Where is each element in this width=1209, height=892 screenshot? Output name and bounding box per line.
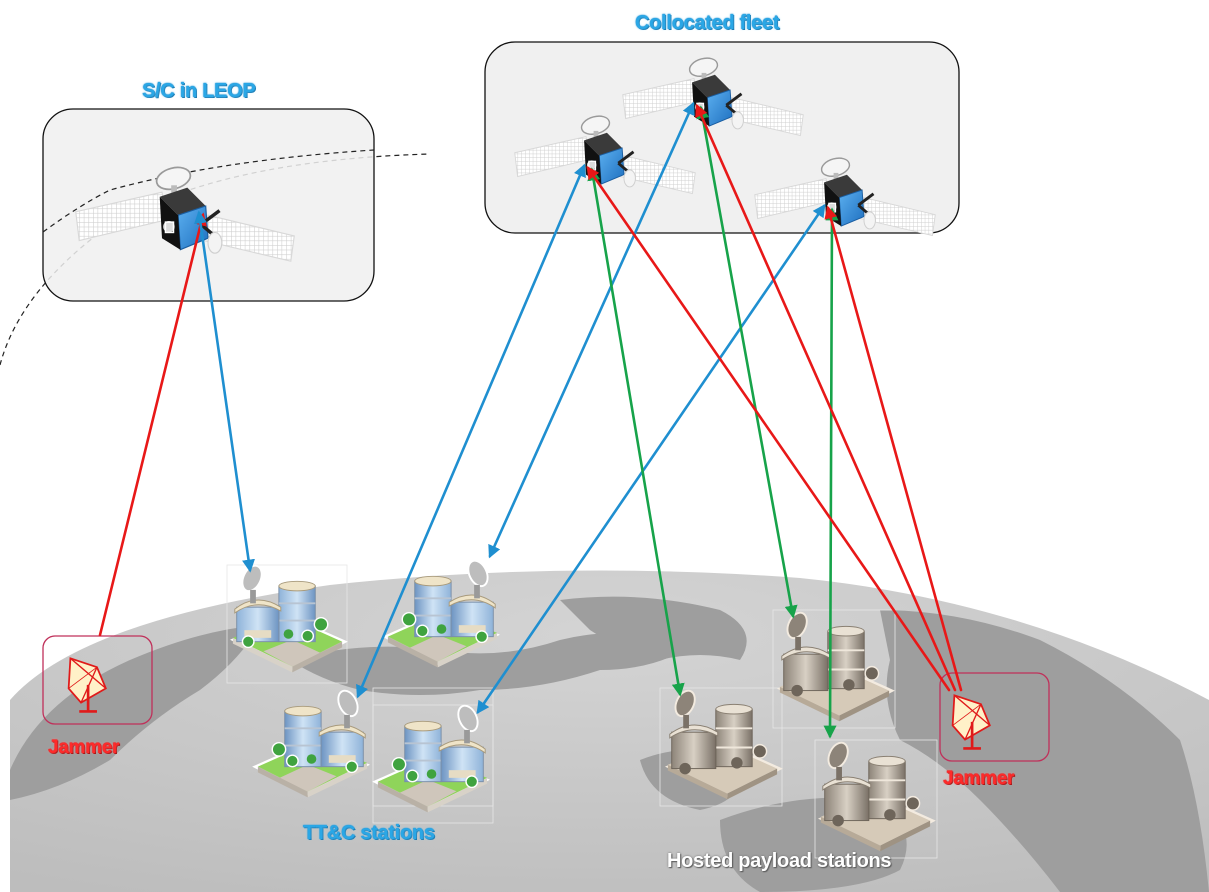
jammer-left-box [42,635,153,725]
ttc-station-4 [371,701,494,824]
ttc-group-label: TT&C stations [303,822,435,844]
link-hosted-sat_fleet_2-hp_2 [696,105,798,619]
link-jamming-jammer_l-sat_leop [98,212,207,637]
links-layer [98,101,963,739]
link-hosted-sat_fleet_3-hp_3 [823,207,839,739]
jammer-left-label: Jammer [48,737,120,758]
ttc-station-1 [226,561,349,684]
leop-group-label: S/C in LEOP [142,80,256,102]
hosted-payload-station-3 [814,738,938,859]
globe-white-cutout [0,700,10,892]
link-jamming-jammer_r-sat_fleet_3 [824,205,963,692]
jammer-right-box [939,672,1050,762]
link-hosted-sat_fleet_1-hp_1 [587,167,685,697]
link-jamming-jammer_r-sat_fleet_1 [586,165,951,692]
jammer-right-label: Jammer [943,768,1015,789]
link-jamming-jammer_r-sat_fleet_2 [695,103,957,692]
fleet-group-label: Collocated fleet [635,12,780,34]
earth-globe [0,570,1209,892]
link-ttc-sat_leop-ttc_1 [194,210,255,573]
orbit-path-inside [42,149,375,233]
hosted-group-label: Hosted payload stations [667,850,892,872]
